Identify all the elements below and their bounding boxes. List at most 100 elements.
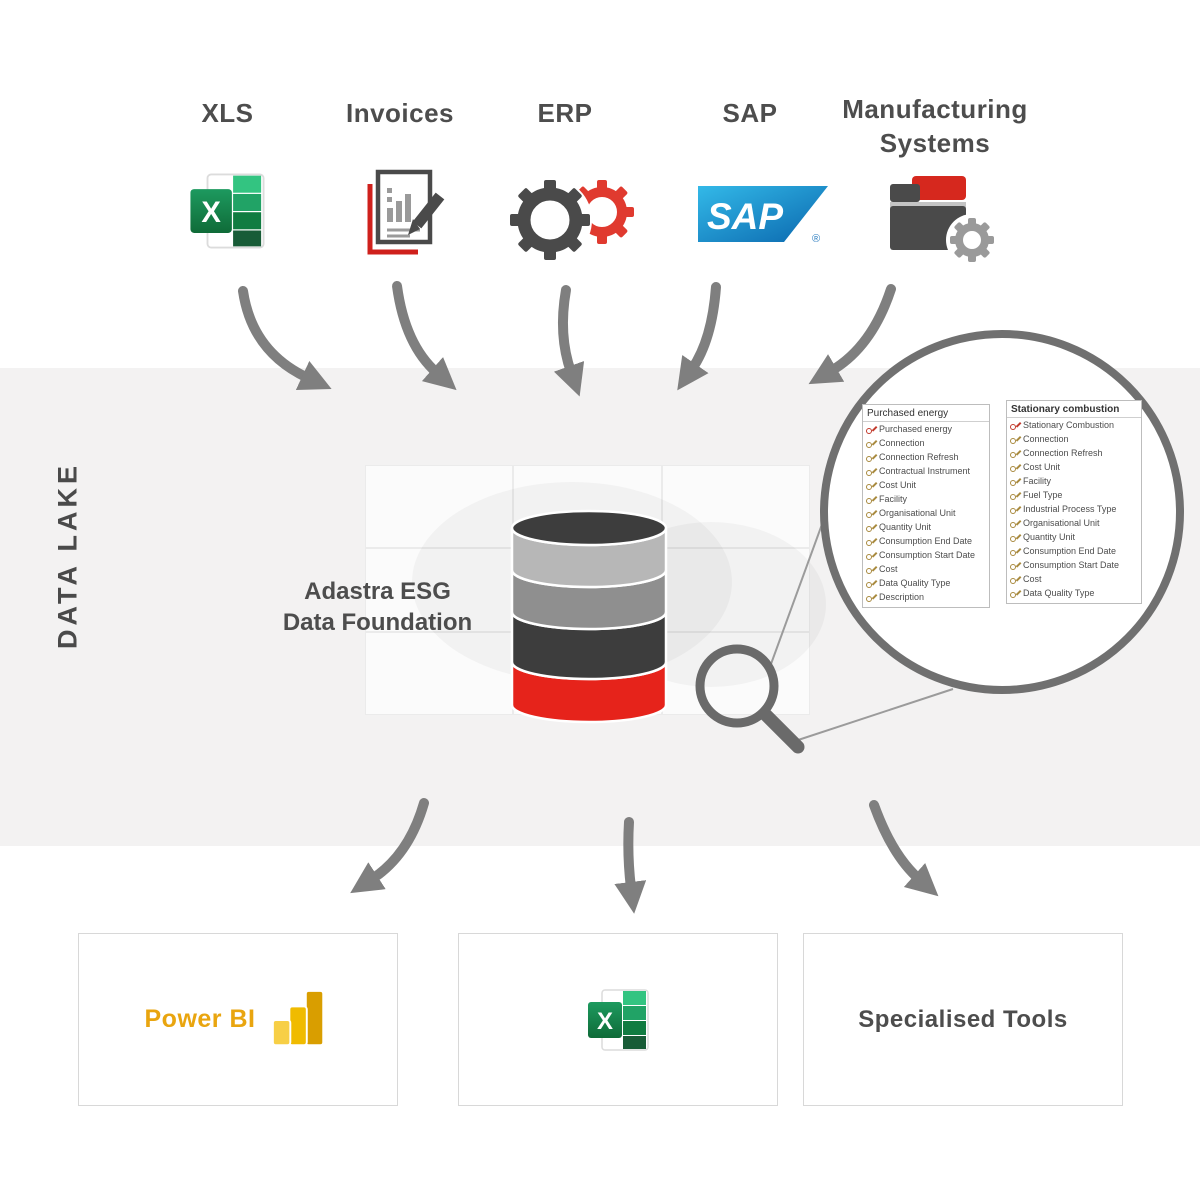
field-row: Cost Unit xyxy=(1007,460,1141,474)
key-icon xyxy=(1010,574,1020,584)
field-row: Consumption Start Date xyxy=(863,548,989,562)
field-label: Connection xyxy=(879,438,925,448)
field-row: Organisational Unit xyxy=(863,506,989,520)
field-label: Consumption Start Date xyxy=(1023,560,1120,570)
grid-cell xyxy=(365,465,514,549)
key-icon xyxy=(866,438,876,448)
field-row: Connection Refresh xyxy=(863,450,989,464)
field-row: Connection xyxy=(863,436,989,450)
key-icon xyxy=(1010,532,1020,542)
field-label: Consumption End Date xyxy=(1023,546,1117,556)
key-icon xyxy=(866,480,876,490)
arrow-manufacturing-to-lake xyxy=(808,284,896,385)
grid-cell xyxy=(365,631,514,715)
grid-cell xyxy=(365,548,514,632)
excel-icon xyxy=(586,988,650,1052)
field-label: Cost xyxy=(1023,574,1042,584)
key-icon xyxy=(866,452,876,462)
field-row: Data Quality Type xyxy=(863,576,989,590)
field-label: Contractual Instrument xyxy=(879,466,971,476)
field-row: Contractual Instrument xyxy=(863,464,989,478)
arrow-xls-to-lake xyxy=(238,286,332,390)
field-row: Cost Unit xyxy=(863,478,989,492)
key-icon xyxy=(866,550,876,560)
schema-stationary-combustion: Stationary combustion Stationary Combust… xyxy=(1006,400,1142,604)
sap-reg-mark: ® xyxy=(812,233,820,245)
field-row: Quantity Unit xyxy=(863,520,989,534)
key-icon xyxy=(866,522,876,532)
key-icon xyxy=(866,424,876,434)
field-row: Cost xyxy=(863,562,989,576)
key-icon xyxy=(1010,434,1020,444)
source-label-manufacturing: Manufacturing Systems xyxy=(842,94,1028,158)
specialised-tools-label: Specialised Tools xyxy=(858,1005,1068,1033)
field-row: Description xyxy=(863,590,989,604)
source-label-erp: ERP xyxy=(537,98,593,128)
field-row: Facility xyxy=(863,492,989,506)
zoom-bubble: Purchased energy Purchased energy Connec… xyxy=(820,330,1184,694)
power-bi-label: Power BI xyxy=(144,1005,256,1033)
schema-purchased-energy: Purchased energy Purchased energy Connec… xyxy=(862,404,990,608)
key-icon xyxy=(866,494,876,504)
field-row: Cost xyxy=(1007,572,1141,586)
field-label: Facility xyxy=(879,494,908,504)
key-icon xyxy=(1010,476,1020,486)
schema-header: Purchased energy xyxy=(863,405,989,422)
field-label: Cost xyxy=(879,564,898,574)
field-label: Consumption Start Date xyxy=(879,550,976,560)
field-row: Quantity Unit xyxy=(1007,530,1141,544)
field-label: Quantity Unit xyxy=(1023,532,1076,542)
sap-logo: SAP ® xyxy=(698,186,828,245)
key-icon xyxy=(866,578,876,588)
field-row: Stationary Combustion xyxy=(1007,418,1141,432)
key-icon xyxy=(1010,448,1020,458)
key-icon xyxy=(1010,518,1020,528)
source-label-sap: SAP xyxy=(722,98,778,128)
field-row: Consumption End Date xyxy=(1007,544,1141,558)
field-label: Connection Refresh xyxy=(1023,448,1103,458)
output-box-excel xyxy=(458,933,778,1106)
key-icon xyxy=(1010,560,1020,570)
key-icon xyxy=(866,592,876,602)
field-row: Consumption End Date xyxy=(863,534,989,548)
field-label: Cost Unit xyxy=(1023,462,1061,472)
field-row: Industrial Process Type xyxy=(1007,502,1141,516)
power-bi-logo xyxy=(272,989,325,1046)
key-icon xyxy=(1010,462,1020,472)
field-label: Organisational Unit xyxy=(879,508,956,518)
foundation-title: Adastra ESG Data Foundation xyxy=(255,576,500,638)
key-icon xyxy=(1010,588,1020,598)
field-row: Fuel Type xyxy=(1007,488,1141,502)
field-row: Purchased energy xyxy=(863,422,989,436)
schema-header: Stationary combustion xyxy=(1007,401,1141,418)
foundation-title-line2: Data Foundation xyxy=(282,609,473,636)
output-box-powerbi: Power BI xyxy=(78,933,398,1106)
sap-logo-text: SAP xyxy=(707,196,783,237)
field-row: Connection Refresh xyxy=(1007,446,1141,460)
field-row: Consumption Start Date xyxy=(1007,558,1141,572)
manufacturing-icon xyxy=(890,176,996,266)
field-label: Stationary Combustion xyxy=(1023,420,1115,430)
key-icon xyxy=(1010,490,1020,500)
foundation-title-line1: Adastra ESG xyxy=(304,578,451,605)
field-row: Facility xyxy=(1007,474,1141,488)
field-row: Connection xyxy=(1007,432,1141,446)
key-icon xyxy=(866,508,876,518)
field-label: Purchased energy xyxy=(879,424,953,434)
arrow-erp-to-lake xyxy=(553,285,585,397)
data-lake-label: DATA LAKE xyxy=(52,462,83,649)
field-label: Fuel Type xyxy=(1023,490,1063,500)
field-label: Organisational Unit xyxy=(1023,518,1100,528)
field-label: Data Quality Type xyxy=(879,578,951,588)
field-label: Data Quality Type xyxy=(1023,588,1095,598)
erp-gears-icon xyxy=(508,178,634,262)
magnifier-icon xyxy=(695,644,805,754)
key-icon xyxy=(1010,546,1020,556)
output-box-tools: Specialised Tools xyxy=(803,933,1123,1106)
arrow-sap-to-lake xyxy=(677,282,721,391)
source-label-xls: XLS xyxy=(201,98,254,128)
field-label: Description xyxy=(879,592,925,602)
field-row: Organisational Unit xyxy=(1007,516,1141,530)
arrow-invoices-to-lake xyxy=(392,281,457,391)
